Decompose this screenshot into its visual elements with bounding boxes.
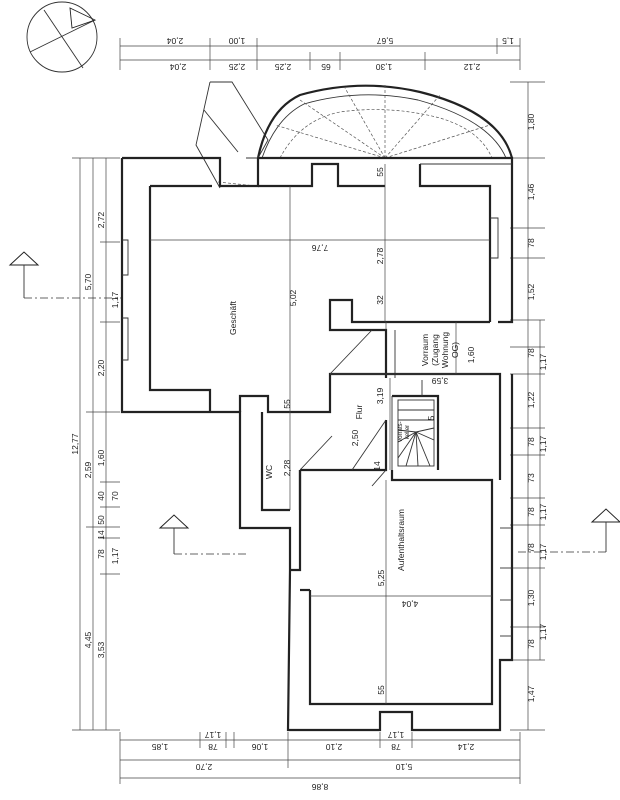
dimension-chain-left: 12,77 5,70 2,59 4,45 2,72 1,17 2,20 1,60… [70, 157, 120, 731]
flur-height-label: 2,50 [350, 429, 360, 446]
room-label-aufenthaltsraum: Aufenthaltsraum [396, 509, 406, 571]
dim-left-inner-6: 70 [110, 491, 120, 501]
dim-left-inner-11: 3,53 [96, 641, 106, 658]
dim-left-inner-1: 2,72 [96, 211, 106, 228]
dim-bottom-inner-5: 2,10 [325, 742, 342, 752]
dim-interior-3-59: 3,59 [431, 376, 448, 386]
dim-right-14: 1,17 [538, 543, 548, 560]
dim-top-inner-6: 2,12 [463, 62, 480, 72]
dim-right-5: 78 [526, 348, 536, 358]
dim-interior-55-a: 55 [375, 167, 385, 177]
dim-bottom-inner-7: 1,17 [387, 730, 404, 740]
dim-left-mid-3: 4,45 [83, 631, 93, 648]
dimension-chain-right: 1,80 1,46 78 1,52 78 1,17 1,22 78 1,17 7… [510, 81, 548, 731]
compass-icon [26, 1, 98, 73]
dim-interior-5: 5 [426, 415, 436, 420]
section-marker-right [518, 508, 620, 553]
dim-left-mid-1: 5,70 [83, 273, 93, 290]
bay-window [256, 84, 514, 159]
dim-right-15: 1,30 [526, 589, 536, 606]
room-label-wc: WC [264, 465, 274, 479]
dim-right-18: 1,47 [526, 685, 536, 702]
dim-top-outer-4: 1,5 [502, 36, 514, 46]
dim-right-7: 1,22 [526, 391, 536, 408]
dim-right-6: 1,17 [538, 353, 548, 370]
vorraum-line-4: OG) [450, 342, 460, 358]
dim-top-inner-5: 1,30 [375, 62, 392, 72]
interior-walls [238, 298, 512, 706]
dim-right-8: 78 [526, 437, 536, 447]
dim-top-inner-3: 2,25 [274, 62, 291, 72]
dim-bottom-mid-1: 2,70 [195, 762, 212, 772]
dim-right-12: 1,17 [538, 503, 548, 520]
dim-interior-55-c: 55 [376, 685, 386, 695]
vorratskeller-line-1: Vorrats- [398, 421, 404, 442]
dim-interior-7-76: 7,76 [311, 243, 328, 253]
section-marker-left [8, 251, 122, 299]
vorraum-line-2: (Zugang [430, 334, 440, 366]
entrance-ramp [195, 81, 269, 189]
interior-dimension-lines [150, 164, 492, 704]
dim-interior-55-b: 55 [282, 399, 292, 409]
dim-right-10: 73 [526, 473, 536, 483]
vorratskeller-line-2: keller [405, 425, 411, 439]
door-swings [299, 329, 387, 487]
dim-bottom-inner-6: 78 [391, 742, 401, 752]
dim-left-total: 12,77 [70, 433, 80, 455]
dim-interior-2-78: 2,78 [375, 247, 385, 264]
dim-left-inner-5: 40 [96, 491, 106, 501]
dim-top-outer-1: 2,04 [166, 36, 183, 46]
dim-right-16: 1,17 [538, 623, 548, 640]
dim-top-outer-3: 5,67 [376, 36, 393, 46]
outer-walls [120, 156, 514, 732]
dim-top-inner-1: 2,04 [169, 62, 186, 72]
dim-left-inner-8: 14 [96, 530, 106, 540]
dimension-chain-bottom: 1,85 78 1,17 1,06 2,10 78 1,17 2,14 2,70… [119, 730, 521, 792]
dim-bottom-mid-2: 5,10 [395, 762, 412, 772]
dim-top-outer-2: 1,00 [228, 36, 245, 46]
dim-interior-32: 32 [375, 295, 385, 305]
dim-left-mid-2: 2,59 [83, 461, 93, 478]
dim-right-11: 78 [526, 507, 536, 517]
dim-left-inner-9: 78 [96, 549, 106, 559]
dim-right-3: 78 [526, 238, 536, 248]
room-label-flur: Flur [354, 405, 364, 420]
room-label-vorraum: Vorraum (Zugang Wohnung OG) [420, 332, 460, 369]
staircase [397, 380, 435, 467]
dim-bottom-inner-3: 1,17 [204, 730, 221, 740]
dim-interior-5-25: 5,25 [376, 569, 386, 586]
dim-top-inner-2: 2,25 [228, 62, 245, 72]
dim-right-1: 1,80 [526, 113, 536, 130]
dim-interior-5-02: 5,02 [288, 289, 298, 306]
dim-bottom-total: 8,86 [311, 782, 328, 792]
dim-interior-2-28: 2,28 [282, 459, 292, 476]
dim-bottom-inner-8: 2,14 [457, 742, 474, 752]
room-label-geschaeft: Geschäft [228, 300, 238, 335]
dim-right-13: 78 [526, 543, 536, 553]
dim-right-17: 78 [526, 639, 536, 649]
dim-interior-1-60: 1,60 [466, 346, 476, 363]
dim-left-inner-4: 1,60 [96, 449, 106, 466]
room-label-vorratskeller: Vorrats- keller [398, 421, 411, 442]
dim-right-9: 1,17 [538, 435, 548, 452]
dim-interior-3-19: 3,19 [375, 387, 385, 404]
dim-interior-4-04: 4,04 [401, 599, 418, 609]
dim-interior-14: 14 [372, 461, 382, 471]
dim-left-inner-7: 50 [96, 515, 106, 525]
dim-left-inner-3: 2,20 [96, 359, 106, 376]
vorraum-line-1: Vorraum [420, 334, 430, 366]
dim-left-inner-2: 1,17 [110, 291, 120, 308]
dim-bottom-inner-2: 78 [208, 742, 218, 752]
dim-right-4: 1,52 [526, 283, 536, 300]
dim-top-inner-4: 65 [321, 62, 331, 72]
dim-bottom-inner-1: 1,85 [151, 742, 168, 752]
dim-bottom-inner-4: 1,06 [251, 742, 268, 752]
dim-right-2: 1,46 [526, 183, 536, 200]
dimension-chain-top: 2,04 1,00 5,67 1,5 2,04 2,25 2,25 65 1,3… [119, 36, 521, 72]
dim-left-inner-10: 1,17 [110, 547, 120, 564]
section-marker-bottom-left [158, 514, 248, 555]
vorraum-line-3: Wohnung [440, 332, 450, 369]
